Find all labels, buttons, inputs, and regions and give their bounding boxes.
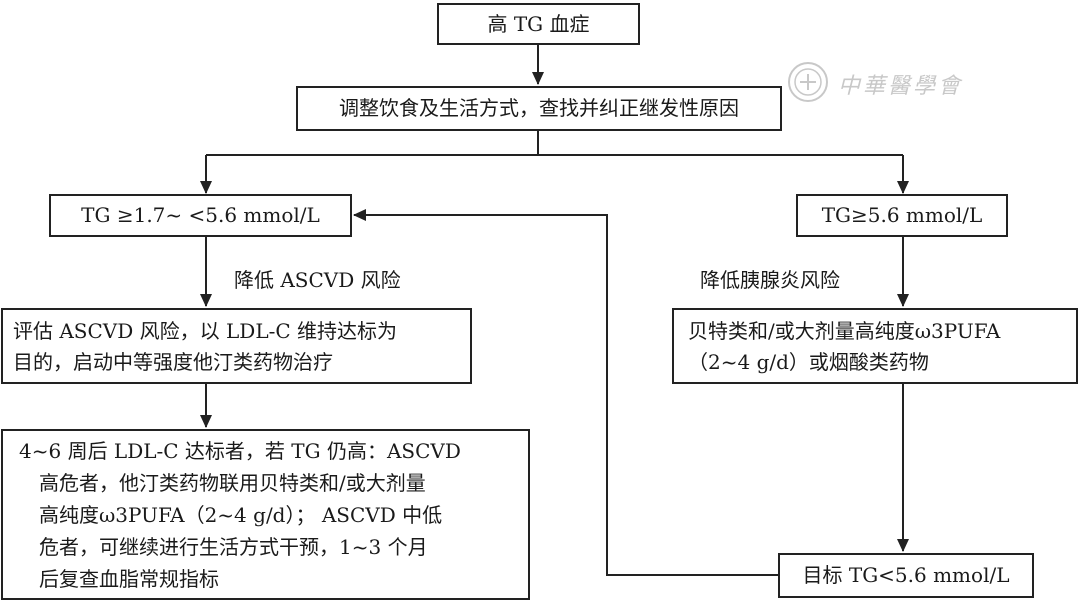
node-fibrate-therapy-line-1: 贝特类和/或大剂量高纯度ω3PUFA	[688, 319, 1001, 343]
node-tg-range: TG ≥1.7~ <5.6 mmol/L	[49, 194, 352, 237]
node-fibrate-therapy: 贝特类和/或大剂量高纯度ω3PUFA （2~4 g/d）或烟酸类药物	[672, 308, 1078, 384]
node-tg-high: TG≥5.6 mmol/L	[796, 194, 1008, 237]
watermark: 中華醫學會	[786, 56, 1036, 112]
node-fibrate-therapy-line-2: （2~4 g/d）或烟酸类药物	[688, 350, 929, 374]
watermark-text: 中華醫學會	[838, 74, 964, 99]
node-target-text: 目标 TG<5.6 mmol/L	[802, 563, 1010, 587]
node-statin-therapy-line-2: 目的，启动中等强度他汀类药物治疗	[13, 350, 333, 374]
node-followup-line-2: 高危者，他汀类药物联用贝特类和/或大剂量	[39, 471, 426, 495]
node-target: 目标 TG<5.6 mmol/L	[778, 553, 1034, 598]
edge-label-pancreatitis: 降低胰腺炎风险	[700, 268, 840, 292]
node-high-tg: 高 TG 血症	[437, 3, 640, 45]
node-tg-high-text: TG≥5.6 mmol/L	[821, 203, 983, 227]
edge-label-ascvd: 降低 ASCVD 风险	[234, 268, 401, 292]
node-lifestyle: 调整饮食及生活方式，查找并纠正继发性原因	[296, 86, 782, 131]
arrow-target-feedback	[353, 209, 778, 576]
node-followup-line-4: 危者，可继续进行生活方式干预，1~3 个月	[39, 535, 428, 559]
node-followup-line-3: 高纯度ω3PUFA（2~4 g/d）； ASCVD 中低	[39, 503, 443, 527]
node-lifestyle-text: 调整饮食及生活方式，查找并纠正继发性原因	[339, 96, 739, 120]
node-statin-therapy-line-1: 评估 ASCVD 风险，以 LDL-C 维持达标为	[13, 319, 398, 343]
node-statin-therapy: 评估 ASCVD 风险，以 LDL-C 维持达标为 目的，启动中等强度他汀类药物…	[1, 308, 472, 384]
node-tg-range-text: TG ≥1.7~ <5.6 mmol/L	[81, 203, 320, 227]
node-high-tg-text: 高 TG 血症	[487, 11, 590, 36]
node-followup-line-5: 后复查血脂常规指标	[39, 567, 219, 591]
node-followup-line-1: 4~6 周后 LDL-C 达标者，若 TG 仍高：ASCVD	[19, 439, 461, 463]
node-followup: 4~6 周后 LDL-C 达标者，若 TG 仍高：ASCVD 高危者，他汀类药物…	[1, 429, 530, 600]
seal-icon	[786, 60, 830, 108]
